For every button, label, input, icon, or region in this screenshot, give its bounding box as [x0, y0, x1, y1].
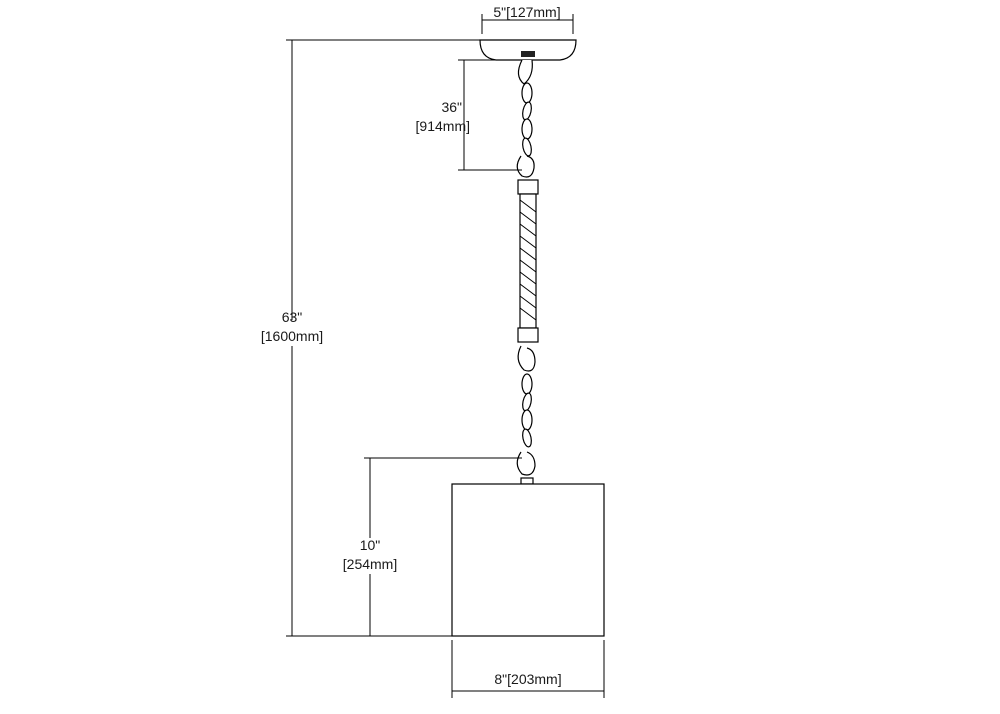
- lower-hook-top: [516, 155, 535, 178]
- chain-link: [522, 101, 532, 121]
- overall-height-dimension: 63" [1600mm]: [261, 39, 480, 637]
- chain-link: [521, 118, 533, 140]
- upper-chain: [516, 59, 535, 178]
- rod-bottom-collar: [517, 327, 539, 343]
- shade-height-imperial: 10": [360, 537, 381, 553]
- canopy-width-label: 5"[127mm]: [493, 4, 560, 20]
- rod-twist-lines: [519, 199, 537, 321]
- shade-socket: [520, 477, 534, 485]
- hook-bottom: [516, 451, 536, 476]
- shade-height-metric: [254mm]: [343, 556, 397, 572]
- chain-link: [522, 137, 532, 157]
- chain-length-metric: [914mm]: [416, 118, 470, 134]
- upper-hook: [517, 59, 533, 85]
- chain-link: [521, 409, 533, 431]
- twisted-rod: [517, 179, 539, 343]
- rod-top-collar: [517, 179, 539, 195]
- chain-length-imperial: 36": [441, 99, 462, 115]
- overall-height-metric: [1600mm]: [261, 328, 323, 344]
- hook-mid: [517, 345, 536, 372]
- canopy-body: [479, 39, 577, 61]
- overall-height-imperial: 63": [282, 309, 303, 325]
- shade-width-label: 8"[203mm]: [494, 671, 561, 687]
- chain-link: [522, 428, 532, 448]
- canopy: [479, 39, 577, 61]
- shade-width-dimension: 8"[203mm]: [451, 640, 605, 698]
- canopy-hook-mount: [521, 51, 535, 57]
- canopy-width-dimension: 5"[127mm]: [481, 4, 574, 34]
- chain-link: [521, 82, 533, 104]
- lower-chain: [516, 345, 536, 485]
- shade-height-dimension: 10" [254mm]: [343, 457, 522, 636]
- chain-length-dimension: 36" [914mm]: [416, 59, 522, 171]
- pendant-shade: [451, 483, 605, 637]
- chain-link: [521, 373, 533, 395]
- chain-link: [522, 392, 532, 412]
